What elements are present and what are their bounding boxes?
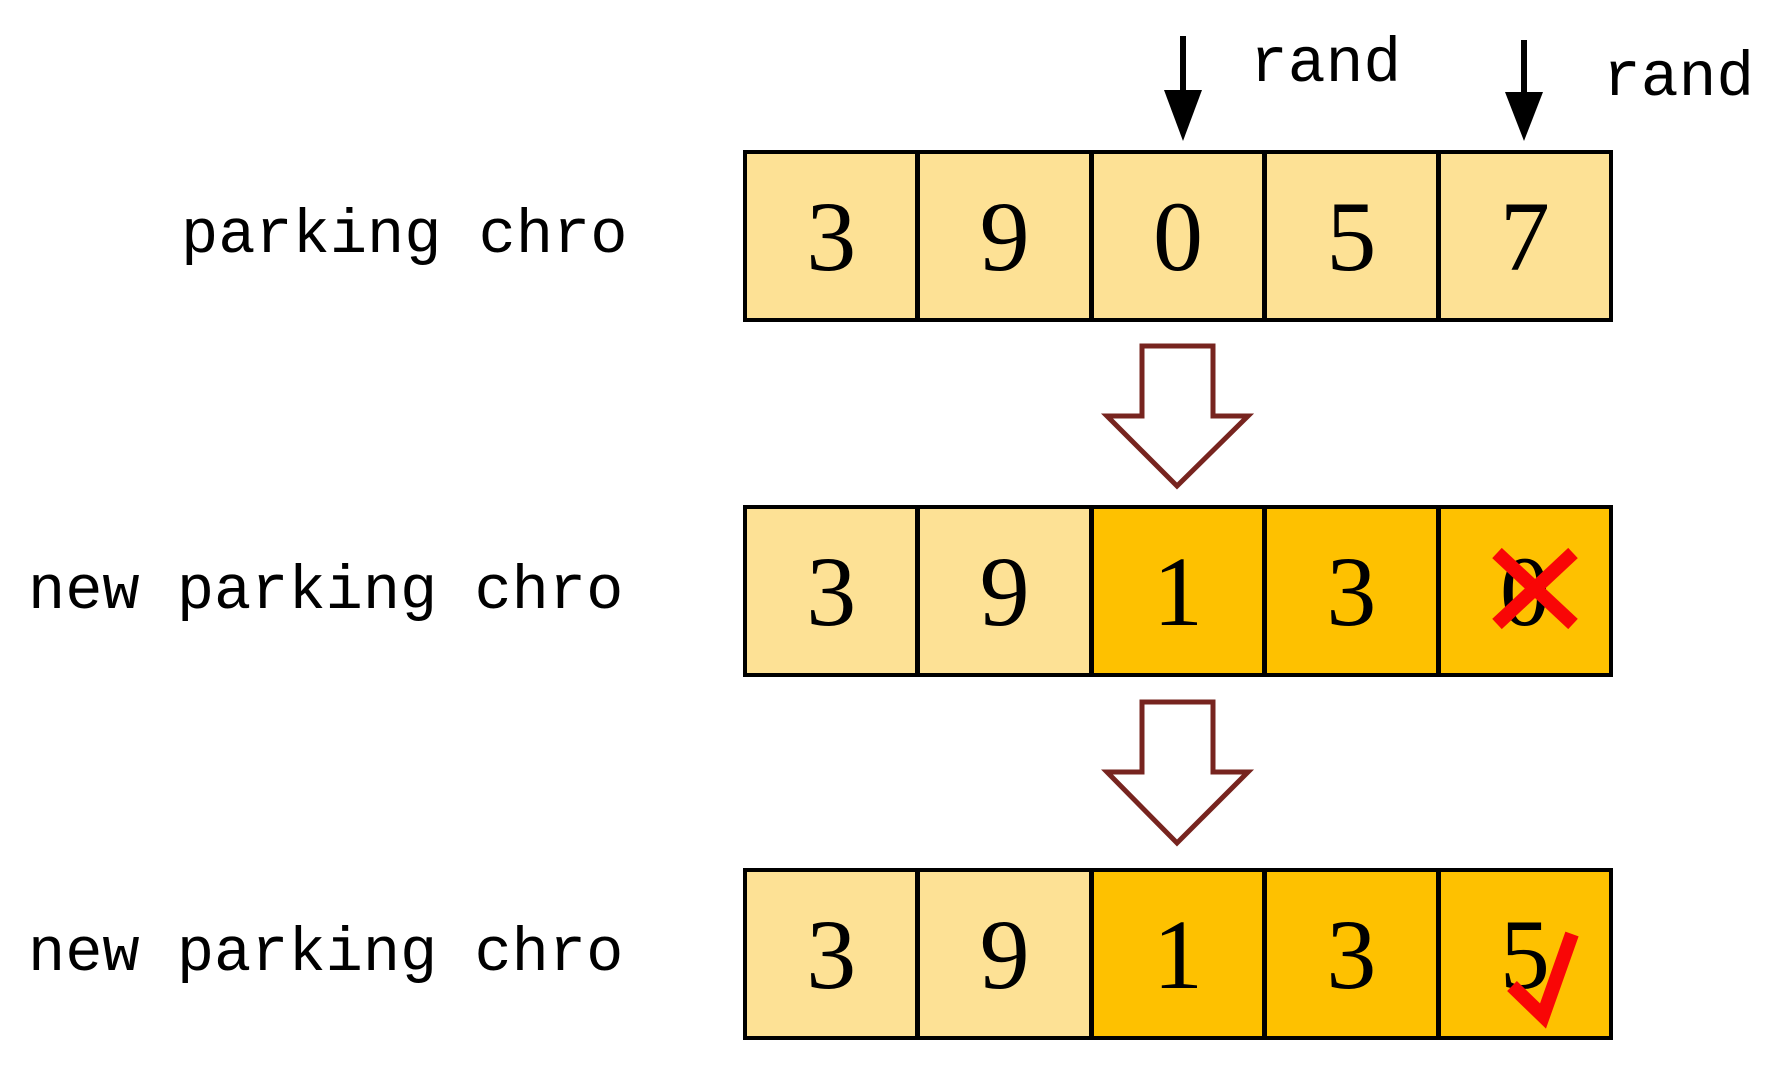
gene-cell: 9: [915, 154, 1089, 318]
row-label-new-parking-chro-1: new parking chro: [28, 556, 624, 627]
rand-label-1: rand: [1250, 29, 1402, 100]
chromosome-row-new-rejected: 3 9 1 3 0: [743, 505, 1613, 677]
gene-cell: 3: [747, 872, 916, 1036]
block-arrow-icon: [1101, 699, 1255, 847]
down-arrow-icon: [1505, 40, 1543, 141]
row-label-parking-chro: parking chro: [181, 200, 628, 271]
gene-cell: 0: [1088, 154, 1263, 318]
gene-cell-crossed: 0: [1435, 509, 1610, 673]
gene-cell: 3: [1262, 509, 1436, 673]
block-arrow-icon: [1100, 343, 1255, 490]
chromosome-row-new-accepted: 3 9 1 3 5: [743, 868, 1613, 1040]
rand-label-2: rand: [1603, 43, 1755, 114]
gene-cell: 5: [1262, 154, 1436, 318]
gene-cell: 3: [1262, 872, 1436, 1036]
gene-cell: 1: [1088, 872, 1263, 1036]
row-label-new-parking-chro-2: new parking chro: [28, 918, 624, 989]
gene-cell: 1: [1088, 509, 1263, 673]
chromosome-row-parking: 3 9 0 5 7: [743, 150, 1613, 322]
gene-cell: 7: [1435, 154, 1610, 318]
gene-cell: 9: [915, 509, 1089, 673]
down-arrow-icon: [1164, 36, 1202, 141]
gene-cell: 9: [915, 872, 1089, 1036]
gene-cell: 3: [747, 509, 916, 673]
gene-cell-checked: 5: [1435, 872, 1610, 1036]
gene-cell: 3: [747, 154, 916, 318]
